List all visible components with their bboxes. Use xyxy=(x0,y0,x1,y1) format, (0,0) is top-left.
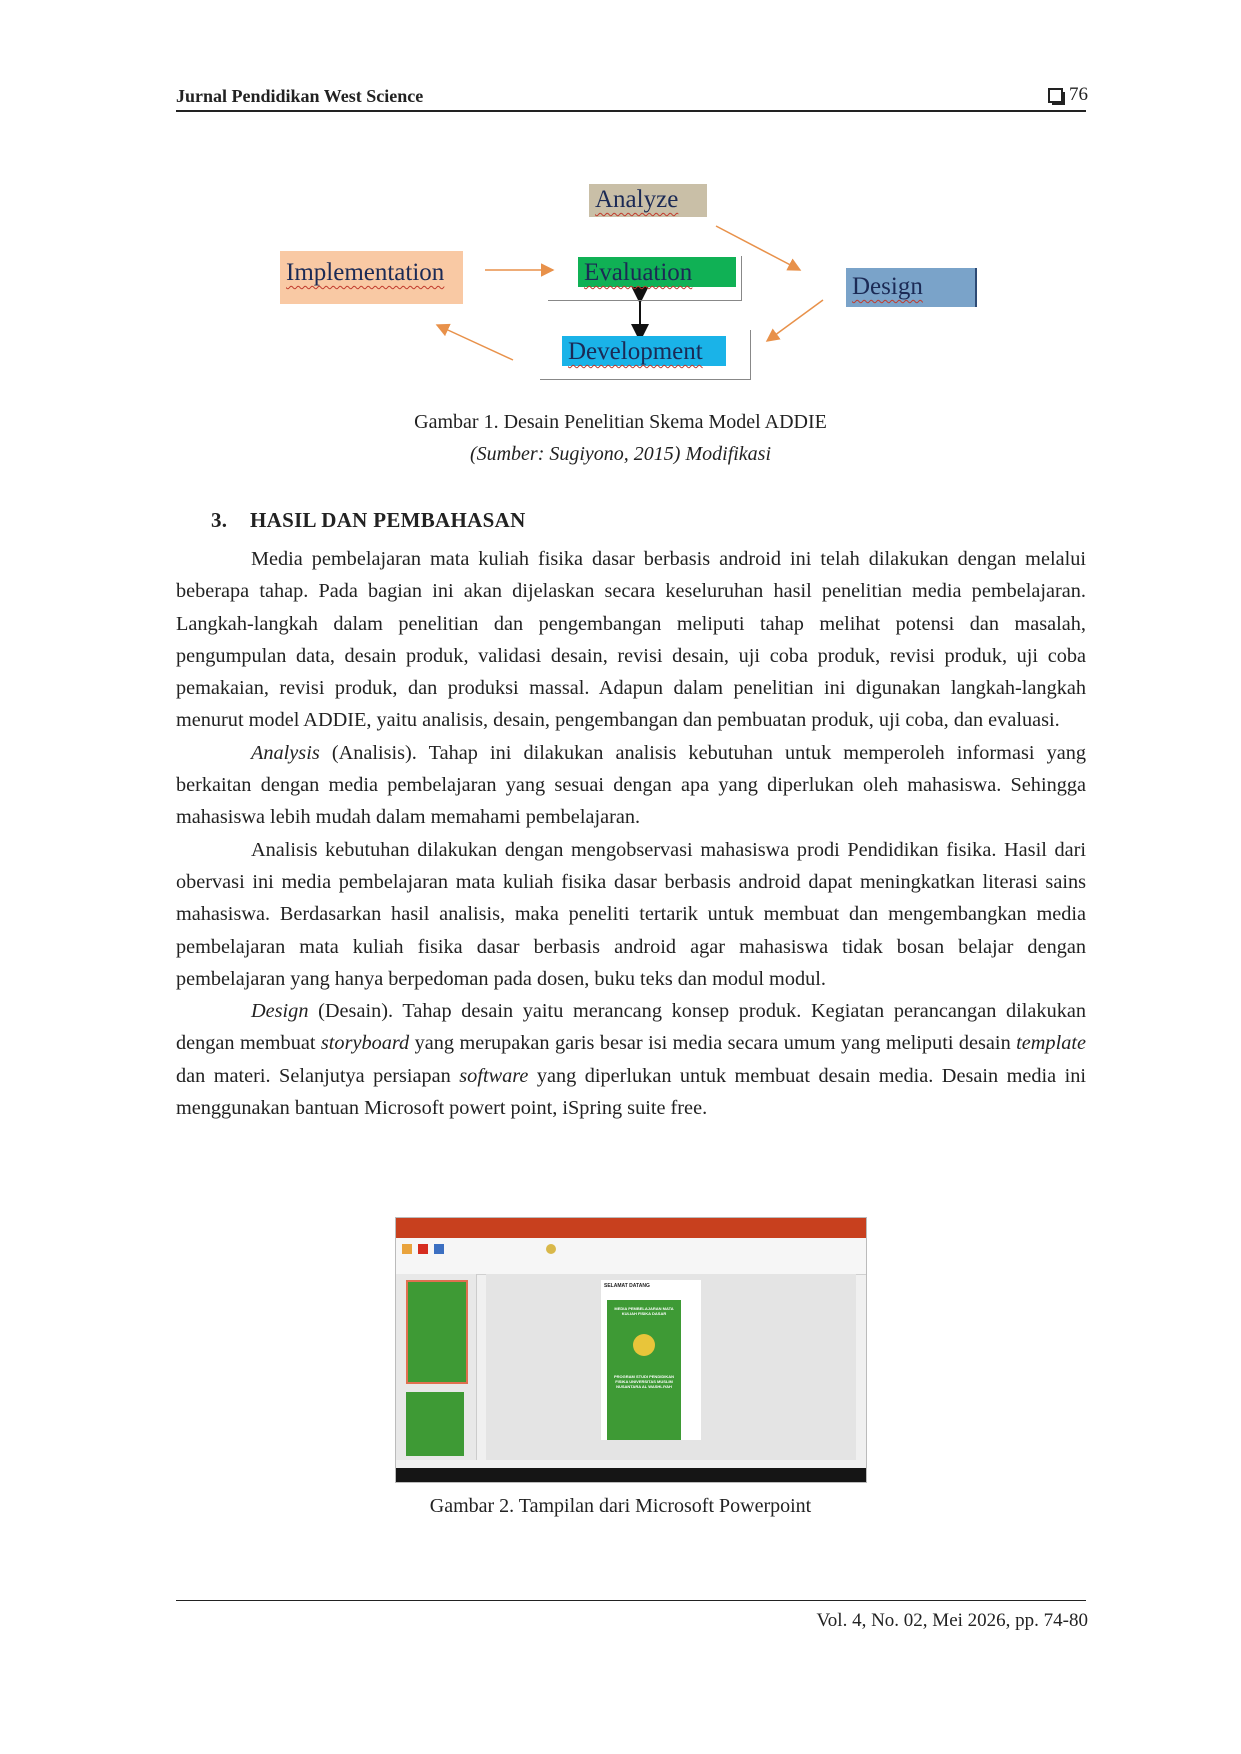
paragraph-text: yang diperlukan untuk membuat desain med… xyxy=(176,1064,1086,1120)
paragraph: Analisis kebutuhan dilakukan dengan meng… xyxy=(176,838,1086,990)
slide-title: MEDIA PEMBELAJARAN MATA KULIAH FISIKA DA… xyxy=(614,1306,674,1316)
diagram-arrows xyxy=(435,225,824,361)
slide-footer: PROGRAM STUDI PENDIDIKAN FISIKA UNIVERSI… xyxy=(613,1374,674,1389)
slide-canvas: SELAMAT DATANG MEDIA PEMBELAJARAN MATA K… xyxy=(486,1274,856,1460)
slide-panel xyxy=(396,1274,477,1460)
checkbox-icon xyxy=(1048,87,1065,105)
paragraph: Media pembelajaran mata kuliah fisika da… xyxy=(176,548,1086,732)
paragraph: Analysis (Analisis). Tahap ini dilakukan… xyxy=(176,737,1086,834)
figure1-source: (Sumber: Sugiyono, 2015) Modifikasi xyxy=(469,443,772,465)
ribbon-icon xyxy=(418,1244,428,1254)
figure2-caption: Gambar 2. Tampilan dari Microsoft Powerp… xyxy=(429,1495,812,1517)
figure1-caption: Gambar 1. Desain Penelitian Skema Model … xyxy=(414,411,827,433)
slide-thumbnail xyxy=(406,1392,464,1456)
slide-page: SELAMAT DATANG MEDIA PEMBELAJARAN MATA K… xyxy=(601,1280,701,1440)
page-number-text: 76 xyxy=(1069,84,1088,105)
ribbon-icon xyxy=(402,1244,412,1254)
slide-body: MEDIA PEMBELAJARAN MATA KULIAH FISIKA DA… xyxy=(607,1300,681,1440)
header-rule xyxy=(176,110,1086,112)
ribbon-titlebar xyxy=(396,1218,866,1238)
evaluation-box: Evaluation xyxy=(578,257,736,287)
arrow-development-implementation xyxy=(435,323,514,361)
windows-taskbar xyxy=(396,1468,866,1482)
section-number: 3. xyxy=(211,508,228,532)
development-box: Development xyxy=(562,336,726,366)
page-number: 76 xyxy=(1048,84,1088,106)
paragraph-text: (Desain). Tahap desain yaitu merancang k… xyxy=(176,1000,1086,1055)
section-title: HASIL DAN PEMBAHASAN xyxy=(250,508,526,532)
paragraph: Design (Desain). Tahap desain yaitu mera… xyxy=(176,995,1086,1124)
slide-header: SELAMAT DATANG xyxy=(604,1283,650,1289)
term-design: Design xyxy=(251,1000,309,1023)
arrow-analyze-design xyxy=(715,225,802,271)
paragraph-text: dan materi. Selanjutya persiapan xyxy=(176,1064,460,1087)
ribbon-icon xyxy=(434,1244,444,1254)
term-template: template xyxy=(1016,1032,1086,1055)
ribbon-icon xyxy=(546,1244,556,1254)
development-frame xyxy=(540,330,751,380)
powerpoint-screenshot: SELAMAT DATANG MEDIA PEMBELAJARAN MATA K… xyxy=(395,1217,867,1483)
paragraph-text: yang merupakan garis besar isi media sec… xyxy=(409,1032,1017,1055)
university-logo xyxy=(633,1334,655,1356)
arrow-design-development xyxy=(765,299,824,342)
slide-thumbnail xyxy=(406,1280,468,1384)
paragraph-text: (Analisis). Tahap ini dilakukan analisis… xyxy=(176,741,1086,829)
term-storyboard: storyboard xyxy=(320,1032,410,1055)
term-analysis: Analysis xyxy=(251,741,320,764)
analyze-box: Analyze xyxy=(589,184,707,217)
footer-rule xyxy=(176,1600,1086,1601)
body-text: Media pembelajaran mata kuliah fisika da… xyxy=(176,543,1086,1124)
term-software: software xyxy=(459,1064,529,1087)
journal-name: Jurnal Pendidikan West Science xyxy=(176,86,424,106)
footer-citation: Vol. 4, No. 02, Mei 2026, pp. 74-80 xyxy=(816,1610,1088,1631)
addie-diagram: Analyze Implementation Evaluation Design… xyxy=(270,178,990,388)
design-box: Design xyxy=(846,268,977,307)
section-heading: 3. HASIL DAN PEMBAHASAN xyxy=(211,508,526,533)
evaluation-frame xyxy=(548,256,742,301)
ribbon-toolbar xyxy=(396,1238,866,1275)
implementation-box: Implementation xyxy=(280,251,463,304)
